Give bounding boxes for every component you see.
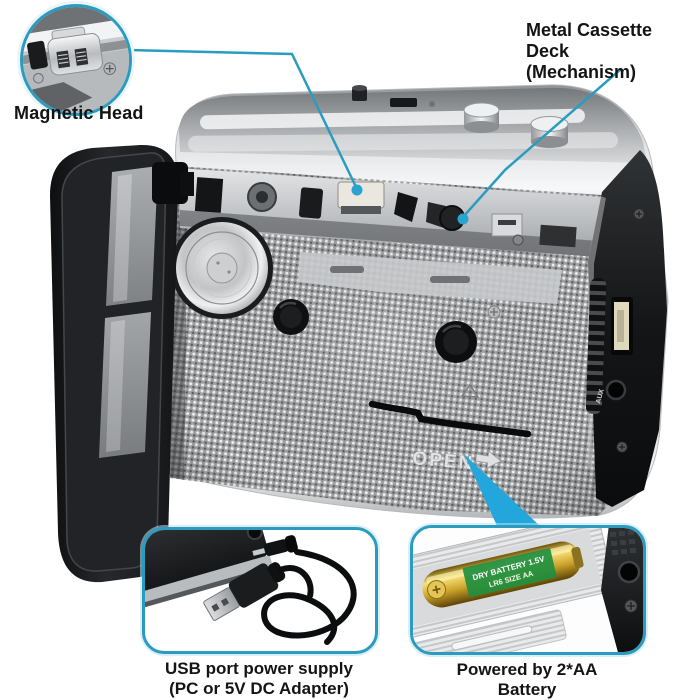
- dc-plug: [252, 535, 298, 557]
- pointer-dot-magnetic-head: [351, 184, 363, 196]
- usb-power-caption-line2: (PC or 5V DC Adapter): [169, 679, 349, 698]
- magnetic-head-closeup: [23, 7, 129, 113]
- usb-power-caption: USB port power supply (PC or 5V DC Adapt…: [136, 659, 382, 699]
- callout-lines: [127, 48, 622, 528]
- chrome-button-1: [463, 102, 500, 133]
- usb-port: [611, 297, 633, 355]
- callout-line-deck: [462, 68, 622, 218]
- battery-compartment: DRY BATTERY 1.5V LR6 SIZE AA: [413, 528, 616, 652]
- aux-jack: AUX: [595, 379, 627, 405]
- aux-jack-closeup: [617, 560, 641, 584]
- battery-door: [413, 609, 567, 652]
- device-corner: [145, 530, 275, 614]
- top-buttons: [352, 85, 569, 148]
- magnetic-head-inset: [20, 4, 132, 116]
- aa-battery: DRY BATTERY 1.5V LR6 SIZE AA: [422, 541, 584, 608]
- usb-power-inset: [142, 527, 378, 654]
- magnetic-head: [337, 181, 385, 214]
- cassette-mechanism: [178, 168, 645, 319]
- motor-disc: [171, 217, 273, 319]
- battery-side-edge: [601, 528, 643, 652]
- battery-caption-line2: Battery: [497, 680, 557, 699]
- usb-power-caption-line1: USB port power supply: [165, 659, 353, 678]
- door-hinge-top: [152, 162, 188, 204]
- volume-wheel: [585, 278, 607, 414]
- battery-label: [462, 548, 557, 598]
- battery-inset: DRY BATTERY 1.5V LR6 SIZE AA: [410, 525, 646, 655]
- triangle-pointer-battery: [464, 454, 542, 528]
- battery-caption-line1: Powered by 2*AA: [456, 660, 598, 679]
- side-panel: AUX: [585, 150, 667, 507]
- door-window-bottom: [99, 312, 151, 458]
- battery-compartment-closeup: DRY BATTERY 1.5V LR6 SIZE AA: [413, 528, 643, 652]
- usb-cable: [261, 549, 357, 645]
- aux-label: AUX: [595, 388, 606, 404]
- face-shading: [170, 166, 655, 516]
- battery-caption: Powered by 2*AA Battery: [404, 660, 650, 700]
- top-highlight-2: [188, 132, 618, 152]
- mechanism-platform: [298, 252, 562, 304]
- open-latch: OPEN: [368, 383, 532, 475]
- cassette-door: [50, 144, 194, 583]
- usb-cable-closeup: [145, 530, 357, 645]
- pointer-dot-deck: [457, 213, 469, 225]
- spindle-knob-left: [273, 299, 309, 335]
- open-arrow-icon: [475, 450, 502, 469]
- spindle-knob-right: [435, 321, 477, 363]
- cassette-deck-label-line1: Metal Cassette Deck: [526, 20, 653, 61]
- door-window-top: [106, 166, 158, 306]
- callout-line-magnetic-head: [127, 48, 359, 190]
- magnetic-head-label: Magnetic Head: [14, 103, 144, 123]
- cassette-deck-label-line2: (Mechanism): [526, 62, 637, 82]
- usb-connector: [203, 562, 314, 621]
- chrome-button-2: [530, 116, 569, 148]
- cassette-deck-label: Metal Cassette Deck (Mechanism): [526, 20, 700, 83]
